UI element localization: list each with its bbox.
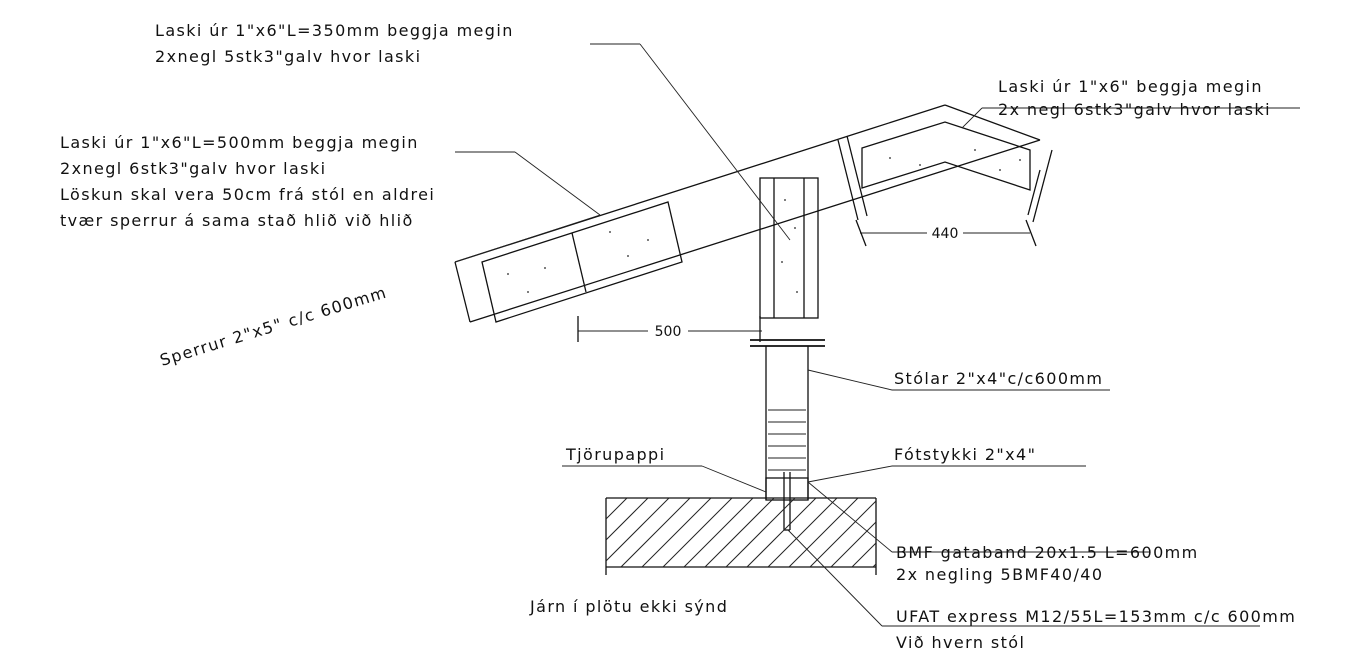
hatch-line [605, 497, 628, 520]
label-jarn: Járn í plötu ekki sýnd [529, 597, 728, 616]
hatch-line [767, 497, 838, 568]
label-sperrur: Sperrur 2"x5" c/c 600mm [158, 283, 390, 370]
label-bmf-line2: 2x negling 5BMF40/40 [896, 565, 1103, 584]
label-ufat-line1: UFAT express M12/55L=153mm c/c 600mm [896, 607, 1296, 626]
splice-plate-500 [481, 201, 683, 323]
label-fotstykki: Fótstykki 2"x4" [894, 445, 1036, 464]
label-tjorupappi: Tjörupappi [565, 445, 665, 464]
leader-lines [454, 43, 1300, 627]
label-stolar: Stólar 2"x4"c/c600mm [894, 369, 1103, 388]
label-loskun-line2: tvær sperrur á sama stað hlið við hlið [60, 211, 414, 230]
hatch-line [704, 497, 775, 568]
hatch-line [605, 497, 670, 562]
hatch-line [605, 497, 649, 541]
label-ufat-line2: Við hvern stól [896, 633, 1025, 652]
label-laski-350-line1: Laski úr 1"x6"L=350mm beggja megin [155, 21, 514, 40]
hatch-line [662, 497, 733, 568]
label-laski-350-line2: 2xnegl 5stk3"galv hvor laski [155, 47, 421, 66]
dim-500-label: 500 [655, 324, 682, 340]
hatch-line [620, 497, 691, 568]
rafter [454, 104, 1041, 323]
hatch-line [683, 497, 754, 568]
label-laski-top-line2: 2x negl 6stk3"galv hvor laski [998, 100, 1271, 119]
label-laski-500-line1: Laski úr 1"x6"L=500mm beggja megin [60, 133, 419, 152]
dimension-440: 440 [855, 219, 1037, 247]
label-laski-500-line2: 2xnegl 6stk3"galv hvor laski [60, 159, 326, 178]
hatch-line [746, 497, 817, 568]
dim-440-label: 440 [932, 226, 959, 242]
hatch-line [830, 521, 877, 568]
label-bmf-line1: BMF gataband 20x1.5 L=600mm [896, 543, 1199, 562]
hatch-line [872, 563, 877, 568]
splice-plate-top [861, 121, 1053, 223]
hatch-line [725, 497, 796, 568]
post-stoll [750, 177, 825, 531]
concrete-slab [605, 497, 877, 575]
label-loskun-line1: Löskun skal vera 50cm frá stól en aldrei [60, 185, 435, 204]
hatch-line [809, 500, 877, 568]
hatch-line [788, 497, 859, 568]
label-laski-top-line1: Laski úr 1"x6" beggja megin [998, 77, 1263, 96]
hatch-line [641, 497, 712, 568]
dimension-500: 500 [577, 316, 762, 342]
hatch-line [851, 542, 877, 568]
